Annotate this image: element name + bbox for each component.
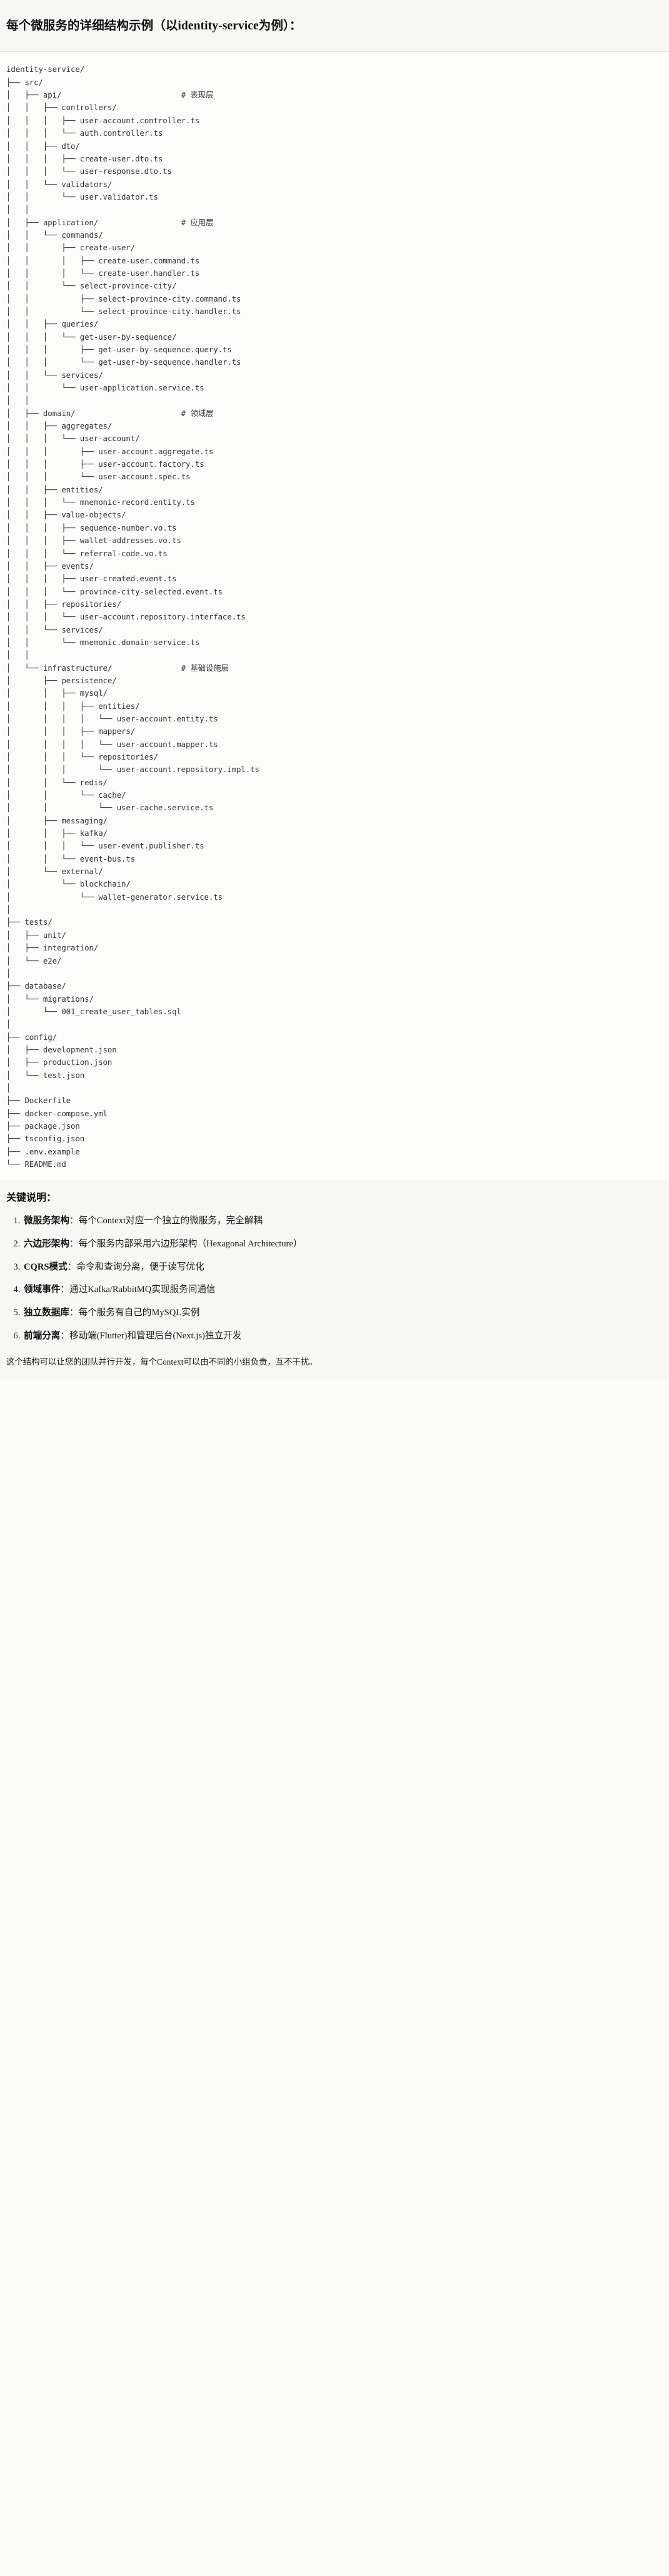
note-description: 每个Context对应一个独立的微服务，完全解耦 <box>78 1215 263 1226</box>
list-item: 前端分离：移动端(Flutter)和管理后台(Next.js)独立开发 <box>23 1330 663 1343</box>
note-separator: ： <box>67 1261 77 1272</box>
key-notes-heading: 关键说明： <box>6 1193 57 1204</box>
list-item: CQRS模式：命令和查询分离，便于读写优化 <box>23 1261 663 1275</box>
note-description: 移动端(Flutter)和管理后台(Next.js)独立开发 <box>69 1331 242 1341</box>
directory-tree-section: identity-service/ ├── src/ │ ├── api/ # … <box>0 52 669 1182</box>
note-term: CQRS模式 <box>24 1261 68 1272</box>
note-separator: ： <box>69 1308 79 1318</box>
heading-section: 每个微服务的详细结构示例（以identity-service为例）： <box>0 0 669 53</box>
page-title: 每个微服务的详细结构示例（以identity-service为例）： <box>6 19 302 33</box>
list-item: 六边形架构：每个服务内部采用六边形架构（Hexagonal Architectu… <box>23 1238 663 1251</box>
note-description: 每个服务内部采用六边形架构（Hexagonal Architecture） <box>78 1238 303 1249</box>
list-item: 领域事件：通过Kafka/RabbitMQ实现服务间通信 <box>23 1283 663 1297</box>
note-separator: ： <box>69 1238 79 1249</box>
closing-paragraph: 这个结构可以让您的团队并行开发，每个Context可以由不同的小组负责，互不干扰… <box>6 1357 318 1367</box>
note-separator: ： <box>60 1285 69 1295</box>
note-description: 命令和查询分离，便于读写优化 <box>76 1261 204 1272</box>
note-separator: ： <box>69 1215 79 1226</box>
list-item: 微服务架构：每个Context对应一个独立的微服务，完全解耦 <box>23 1214 663 1228</box>
note-separator: ： <box>60 1331 69 1341</box>
note-term: 领域事件 <box>24 1285 61 1295</box>
note-term: 微服务架构 <box>24 1215 69 1226</box>
note-description: 通过Kafka/RabbitMQ实现服务间通信 <box>69 1285 216 1295</box>
document-page: 每个微服务的详细结构示例（以identity-service为例）： ident… <box>0 0 669 1380</box>
key-notes-section: 关键说明： 微服务架构：每个Context对应一个独立的微服务，完全解耦 六边形… <box>0 1181 669 1380</box>
directory-tree: identity-service/ ├── src/ │ ├── api/ # … <box>6 64 259 1169</box>
note-term: 前端分离 <box>24 1331 61 1341</box>
note-term: 独立数据库 <box>24 1308 69 1318</box>
note-description: 每个服务有自己的MySQL实例 <box>78 1308 200 1318</box>
note-term: 六边形架构 <box>24 1238 69 1249</box>
list-item: 独立数据库：每个服务有自己的MySQL实例 <box>23 1306 663 1320</box>
key-notes-list: 微服务架构：每个Context对应一个独立的微服务，完全解耦 六边形架构：每个服… <box>6 1214 663 1343</box>
